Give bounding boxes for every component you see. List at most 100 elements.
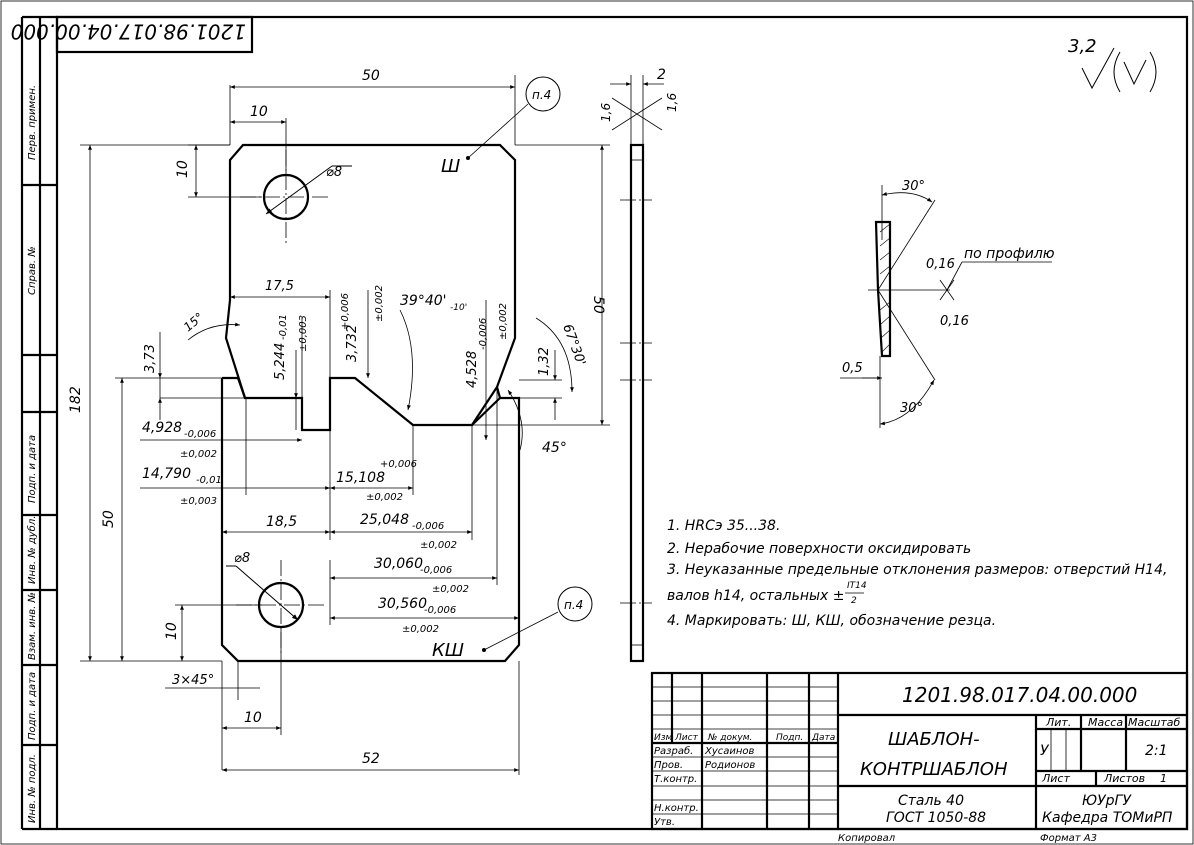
dim-3-732-pm: ±0,002 [374, 285, 385, 322]
side-stamp-label: Подп. и дата [27, 672, 38, 740]
tb-material-line2: ГОСТ 1050-88 [886, 810, 986, 826]
mark-callouts: Ш КШ п.4 п.4 [432, 76, 593, 661]
dim-cut-30b: 30° [900, 401, 923, 416]
side-stamp-label: Справ. № [27, 246, 38, 295]
dim-30-560-pm: ±0,002 [402, 624, 439, 635]
note-line: валов h14, остальных ± [667, 588, 845, 604]
note-fraction-top: IT14 [847, 581, 867, 591]
dim-15-108: 15,108 [336, 470, 385, 486]
note-line: 2. Нерабочие поверхности оксидировать [667, 541, 971, 557]
dim-3-732-tol: +0,006 [340, 293, 351, 330]
tb-role-tkontr: Т.контр. [654, 774, 697, 785]
dim-dia8-bottom: ⌀8 [234, 551, 250, 566]
tb-col-list: Лист [674, 733, 699, 743]
callout-top: п.4 [532, 88, 551, 102]
tb-title-line2: КОНТРШАБЛОН [860, 759, 1008, 780]
side-stamp-label: Инв. № подл. [27, 754, 38, 823]
dim-30-060-tol: -0,006 [420, 565, 452, 576]
dim-52: 52 [362, 751, 380, 767]
dim-182: 182 [68, 386, 84, 413]
copied-label: Копировал [838, 833, 896, 844]
tb-role-nkontr: Н.контр. [654, 803, 699, 814]
doc-number-rotated: 1201.98.017.04.00.000 [11, 20, 246, 44]
dim-18-5: 18,5 [266, 514, 297, 530]
dim-4-528-pm: ±0,002 [498, 303, 509, 340]
tb-lit-value: У [1040, 743, 1050, 759]
dim-4-928: 4,928 [142, 420, 182, 436]
tb-organization-line2: Кафедра ТОМиРП [1042, 810, 1173, 826]
technical-notes: 1. HRCэ 35...38. 2. Нерабочие поверхност… [667, 518, 1167, 629]
roughness-symbol: 3,2 [1068, 36, 1157, 93]
title-block: Изм Лист № докум. Подп. Дата Разраб. Хус… [650, 671, 1189, 831]
dim-10-left: 10 [175, 160, 191, 178]
cutting-edge-detail: 30° 30° по профилю 0,16 0,16 0,5 [840, 179, 1055, 428]
tb-hdr-massa: Масса [1088, 716, 1123, 729]
tb-sheets-label: Листов [1103, 772, 1145, 785]
tb-organization-line1: ЮУрГУ [1082, 793, 1132, 809]
dim-cut-0-5: 0,5 [842, 361, 863, 376]
dim-3-732: 3,732 [345, 325, 360, 362]
dim-4-928-tol: -0,006 [184, 429, 216, 440]
tb-name-prov: Родионов [705, 760, 755, 771]
dim-side-1-6a: 1,6 [599, 103, 613, 122]
side-stamp-label: Перв. примен. [27, 85, 38, 160]
dim-39deg: 39°40' [400, 293, 446, 309]
dim-cut-0-16a: 0,16 [926, 257, 955, 272]
dim-30-560-tol: -0,006 [424, 605, 456, 616]
dim-dia8-top: ⌀8 [326, 165, 342, 180]
dim-17-5: 17,5 [265, 279, 294, 294]
dim-5-244: 5,244 [273, 343, 288, 380]
note-line: 1. HRCэ 35...38. [667, 518, 780, 534]
dim-10-top: 10 [250, 104, 268, 120]
mark-top: Ш [441, 156, 460, 177]
tb-sheet-label: Лист [1041, 772, 1070, 785]
dim-3x45: 3×45° [172, 673, 214, 688]
tb-material-line1: Сталь 40 [898, 793, 964, 809]
note-line: 4. Маркировать: Ш, КШ, обозначение резца… [667, 613, 996, 629]
mark-bottom: КШ [432, 640, 464, 661]
side-stamp-label: Инв. № дубл. [26, 516, 38, 584]
dim-45deg: 45° [542, 440, 567, 456]
dim-30-560: 30,560 [378, 596, 427, 612]
dim-50-right: 50 [590, 296, 606, 314]
dim-4-528-tol: -0,006 [478, 318, 489, 350]
tb-col-sign: Подп. [776, 733, 803, 743]
dim-25-048-tol: -0,006 [412, 521, 444, 532]
tb-hdr-lit: Лит. [1045, 716, 1071, 729]
side-stamp: Перв. примен. Справ. № Подп. и дата Инв.… [26, 85, 38, 823]
dim-side-1-6b: 1,6 [665, 93, 679, 112]
roughness-value: 3,2 [1068, 36, 1097, 57]
side-stamp-label: Взам. инв. № [27, 592, 38, 660]
side-stamp-label: Подп. и дата [27, 435, 38, 503]
dim-5-244-tol: -0,01 [278, 314, 289, 340]
tb-scale-value: 2:1 [1145, 743, 1168, 759]
tb-doc-number: 1201.98.017.04.00.000 [902, 683, 1137, 707]
dim-14-790: 14,790 [142, 466, 191, 482]
dim-25-048-pm: ±0,002 [420, 540, 457, 551]
callout-bottom: п.4 [564, 598, 583, 612]
tb-name-razrab: Хусаинов [704, 746, 755, 757]
dim-cut-0-16b: 0,16 [940, 314, 969, 329]
tb-role-prov: Пров. [654, 760, 683, 771]
tb-col-izm: Изм [654, 733, 673, 743]
tb-role-utv: Утв. [654, 817, 675, 828]
dim-14-790-pm: ±0,003 [180, 496, 217, 507]
dim-cut-30a: 30° [902, 179, 925, 194]
hole-top: ⌀8 [240, 150, 352, 245]
dim-4-928-pm: ±0,002 [180, 449, 217, 460]
dim-10-bottom: 10 [244, 710, 262, 726]
dim-4-528: 4,528 [465, 351, 480, 388]
dim-3-73: 3,73 [143, 344, 158, 373]
dim-14-790-tol: -0,01 [196, 475, 222, 486]
dim-67deg: 67°30' [559, 322, 588, 368]
dim-50-top: 50 [362, 68, 380, 84]
tb-col-docnum: № докум. [707, 733, 752, 743]
dim-15-108-tol: +0,006 [380, 459, 417, 470]
tb-hdr-masshtab: Масштаб [1128, 716, 1180, 729]
profile-label: по профилю [964, 246, 1055, 262]
format-label: Формат А3 [1040, 833, 1097, 844]
dim-39deg-tol: -10' [450, 303, 467, 313]
dim-15-108-pm: ±0,002 [366, 492, 403, 503]
